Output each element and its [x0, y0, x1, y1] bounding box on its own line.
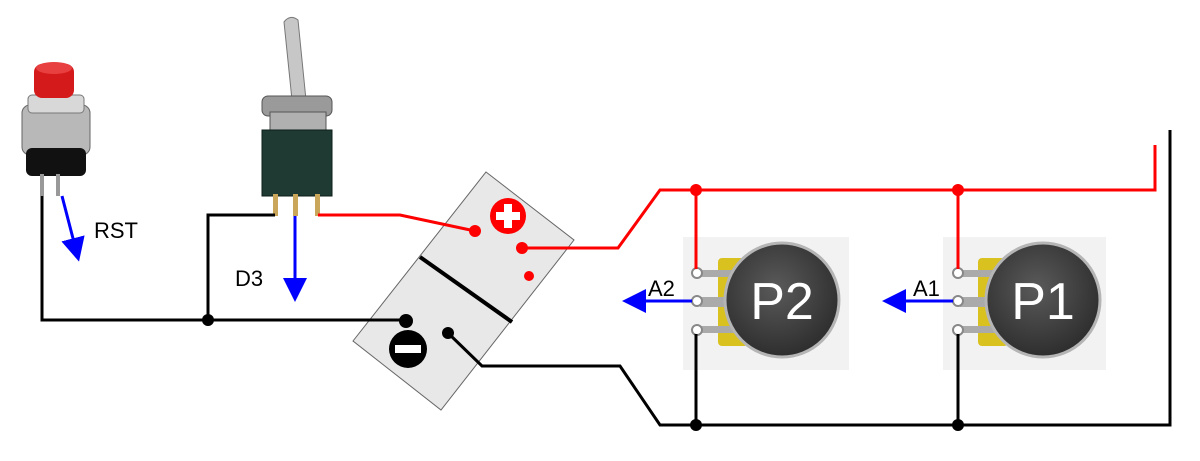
d3-label: D3 [235, 266, 263, 291]
battery [352, 171, 575, 411]
pot-label-p1: P1 [1011, 273, 1075, 331]
ground-wires [40, 130, 1172, 427]
signal-arrows [60, 195, 953, 313]
reset-pushbutton [21, 62, 91, 196]
plus-icon [490, 198, 526, 234]
potentiometer-p1: P1 [943, 237, 1106, 370]
a1-label: A1 [913, 276, 940, 301]
rst-arrow [60, 195, 85, 262]
a2-label: A2 [648, 276, 675, 301]
positive-junctions [469, 184, 964, 254]
minus-icon [389, 330, 427, 368]
ground-junctions [202, 314, 964, 431]
positive-wires [318, 145, 1157, 269]
rst-label: RST [94, 218, 138, 243]
pot-label-p2: P2 [750, 273, 814, 331]
potentiometer-p2: P2 [683, 237, 849, 370]
d3-toggle-switch [261, 16, 333, 216]
